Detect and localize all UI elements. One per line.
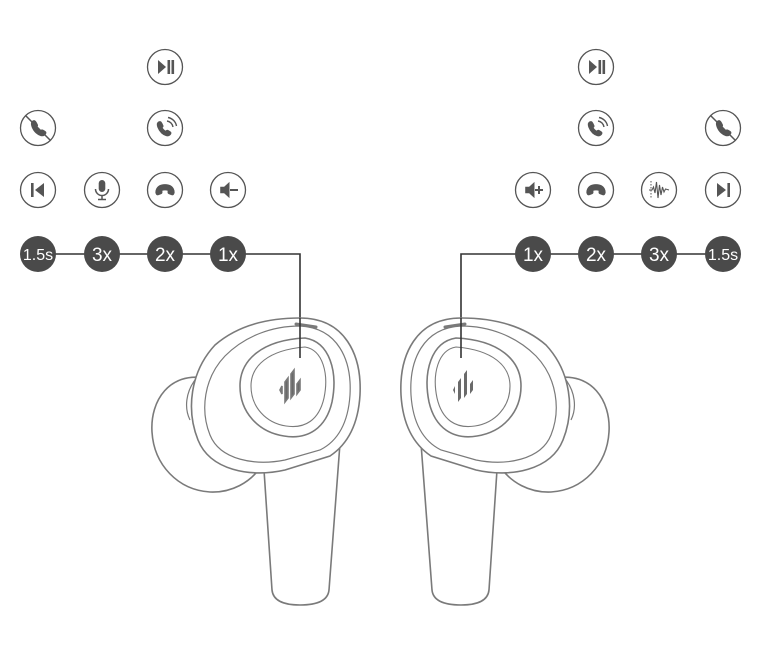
- connector-endpoints: [299, 318, 462, 358]
- left-stem: [261, 429, 342, 606]
- left-earbud: [151, 317, 361, 606]
- left-earbud-rim: [204, 325, 351, 463]
- right-earbud: [400, 317, 610, 606]
- reject-call-icon: [19, 109, 57, 147]
- right-badge-single-press-label: 1x: [523, 245, 544, 266]
- left-badge-double-press-label: 2x: [155, 245, 176, 266]
- right-badge-double-press-label: 2x: [586, 245, 607, 266]
- left-ear-tip-inner: [185, 379, 196, 421]
- volume-down-icon: [209, 171, 247, 209]
- right-ear-tip-inner: [565, 379, 576, 421]
- left-badge-long-press-label: 1.5s: [23, 247, 53, 264]
- previous-track-icon: [19, 171, 57, 209]
- left-badge-triple-press-label: 3x: [92, 245, 113, 266]
- left-badge-triple-press: 3x: [84, 236, 120, 272]
- volume-up-icon: [514, 171, 552, 209]
- right-badge-long-press: 1.5s: [705, 236, 741, 272]
- microphone-icon: [83, 171, 121, 209]
- right-press-badges: 1x 2x 3x 1.5s: [515, 236, 741, 272]
- left-press-badges: 1.5s 3x 2x 1x: [20, 236, 246, 272]
- left-badge-long-press: 1.5s: [20, 236, 56, 272]
- left-badge-single-press: 1x: [210, 236, 246, 272]
- right-badge-double-press: 2x: [578, 236, 614, 272]
- play-pause-icon: [577, 48, 615, 86]
- next-track-icon: [704, 171, 742, 209]
- end-call-icon: [146, 171, 184, 209]
- right-touch-pad: [426, 337, 522, 438]
- left-badge-single-press-label: 1x: [218, 245, 239, 266]
- right-earbud-rim: [410, 325, 557, 463]
- right-function-icons: [514, 48, 742, 209]
- left-badge-double-press: 2x: [147, 236, 183, 272]
- right-stem: [419, 429, 500, 606]
- right-badge-long-press-label: 1.5s: [708, 247, 738, 264]
- noise-mode-waveform-icon: [640, 171, 678, 209]
- right-badge-single-press: 1x: [515, 236, 551, 272]
- answer-call-icon: [577, 109, 615, 147]
- right-badge-triple-press-label: 3x: [649, 245, 670, 266]
- answer-call-icon: [146, 109, 184, 147]
- left-function-icons: [19, 48, 247, 209]
- right-badge-triple-press: 3x: [641, 236, 677, 272]
- play-pause-icon: [146, 48, 184, 86]
- end-call-icon: [577, 171, 615, 209]
- reject-call-icon: [704, 109, 742, 147]
